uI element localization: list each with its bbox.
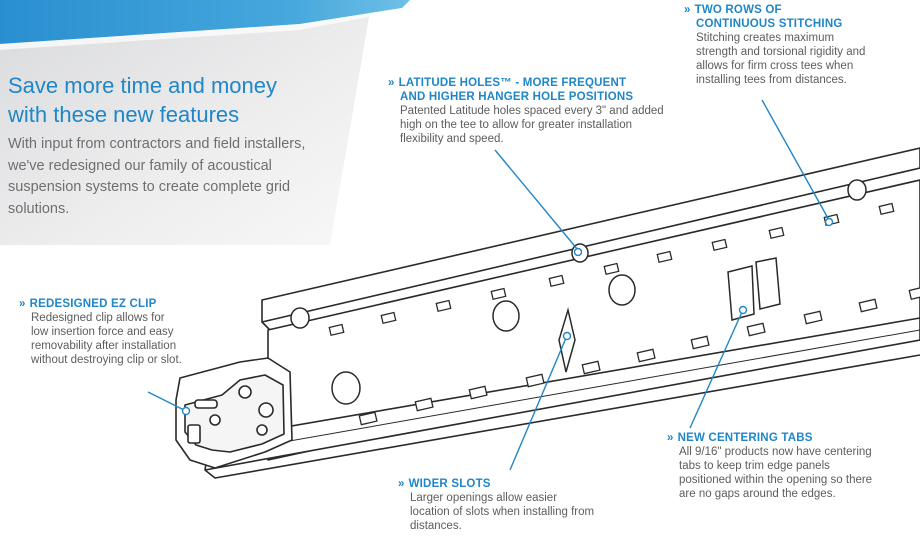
callout-stitching-body: Stitching creates maximum strength and t… — [696, 32, 866, 86]
callout-stitching-title: »TWO ROWS OF CONTINUOUS STITCHING — [684, 3, 874, 31]
callout-stitching-title-line-2: CONTINUOUS STITCHING — [696, 18, 843, 30]
headline-line-2: with these new features — [8, 102, 240, 127]
callout-latitude-title: »LATITUDE HOLES™ - MORE FREQUENT AND HIG… — [388, 76, 678, 104]
callout-latitude-holes: »LATITUDE HOLES™ - MORE FREQUENT AND HIG… — [388, 76, 678, 146]
stitching-slots-top — [328, 202, 895, 337]
callout-ez-clip-title-text: REDESIGNED EZ CLIP — [29, 298, 157, 310]
callout-slots-body: Larger openings allow easier location of… — [410, 492, 595, 532]
callout-wider-slots: »WIDER SLOTS Larger openings allow easie… — [398, 477, 598, 533]
chevron-icon: » — [388, 77, 395, 89]
callout-stitching: »TWO ROWS OF CONTINUOUS STITCHING Stitch… — [684, 3, 874, 87]
chevron-icon: » — [667, 432, 674, 444]
headline: Save more time and money with these new … — [8, 71, 338, 129]
intro-panel-blue-band — [0, 0, 410, 44]
headline-line-1: Save more time and money — [8, 73, 278, 98]
diamond-slot — [558, 307, 576, 373]
ez-clip-connector — [175, 357, 293, 469]
callout-latitude-title-line-1: LATITUDE HOLES™ - MORE FREQUENT — [398, 77, 627, 89]
intro-body: With input from contractors and field in… — [8, 136, 306, 217]
callout-leaders — [147, 99, 834, 471]
chevron-icon: » — [398, 478, 405, 490]
callout-ez-clip-body: Redesigned clip allows for low insertion… — [31, 312, 182, 366]
callout-latitude-body: Patented Latitude holes spaced every 3" … — [400, 105, 664, 145]
callout-slots-title: »WIDER SLOTS — [398, 477, 598, 491]
callout-ez-clip-title: »REDESIGNED EZ CLIP — [19, 297, 184, 311]
main-tee — [204, 147, 920, 479]
callout-centering-body: All 9/16" products now have centering ta… — [679, 446, 873, 500]
centering-tab — [727, 257, 781, 321]
callout-stitching-title-line-1: TWO ROWS OF — [694, 4, 782, 16]
callout-latitude-title-line-2: AND HIGHER HANGER HOLE POSITIONS — [400, 91, 634, 103]
callout-centering-title: »NEW CENTERING TABS — [667, 431, 877, 445]
callout-ez-clip: »REDESIGNED EZ CLIP Redesigned clip allo… — [19, 297, 184, 367]
callout-centering-tabs: »NEW CENTERING TABS All 9/16" products n… — [667, 431, 877, 501]
callout-slots-title-text: WIDER SLOTS — [408, 478, 491, 490]
callout-centering-title-text: NEW CENTERING TABS — [677, 432, 813, 444]
intro-panel-background — [0, 0, 372, 245]
chevron-icon: » — [19, 298, 26, 310]
chevron-icon: » — [684, 4, 691, 16]
hanger-holes — [290, 179, 867, 405]
